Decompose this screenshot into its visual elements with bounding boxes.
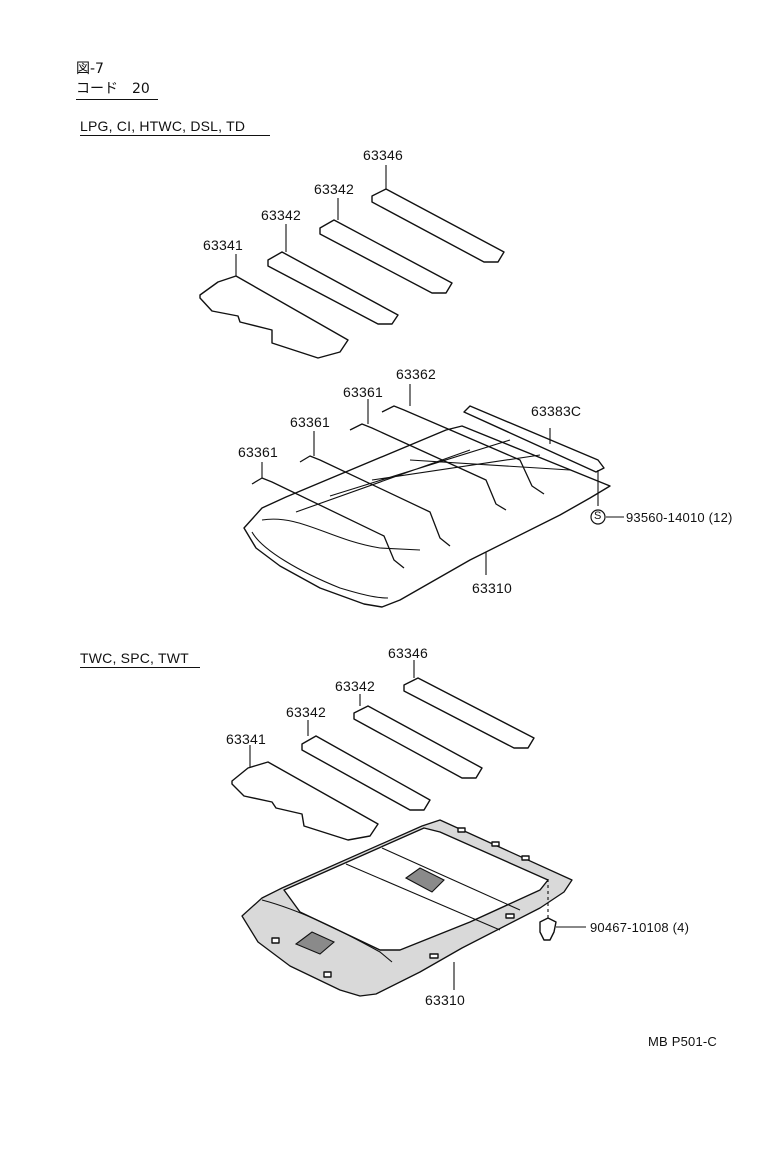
wire-63361-front [251,462,405,569]
part-label-63342: 63342 [261,207,301,223]
part-label-63342: 63342 [286,704,326,720]
part-label-63342: 63342 [314,181,354,197]
absorber-63341-top [199,254,349,359]
part-label-63346: 63346 [388,645,428,661]
variant-heading-2: TWC, SPC, TWT [80,650,200,668]
part-label-clip: 90467-10108 (4) [590,920,690,935]
headlining-63310-top [243,425,611,608]
absorber-63341-bottom [231,745,379,841]
absorber-63346-bottom [403,660,535,749]
part-label-63341: 63341 [226,731,266,747]
code-number: コード 20 [76,78,158,100]
part-label-63342: 63342 [335,678,375,694]
wire-63362 [381,384,545,495]
absorber-63342-upper [319,198,453,294]
part-label-63361: 63361 [238,444,278,460]
clip-icon [539,878,586,941]
part-label-63361: 63361 [343,384,383,400]
part-label-63341: 63341 [203,237,243,253]
screw-symbol-letter: S [594,510,602,522]
absorber-63346-top [371,165,505,263]
part-label-63361: 63361 [290,414,330,430]
variant-heading-1: LPG, CI, HTWC, DSL, TD [80,118,270,136]
part-label-screw: 93560-14010 (12) [626,510,733,525]
absorber-63342-lower [267,224,399,325]
part-label-63383c: 63383C [531,403,582,419]
part-label-63310: 63310 [425,992,465,1008]
wire-63361-rear [349,399,507,511]
part-label-63310: 63310 [472,580,512,596]
absorber-63342-bottom-upper [353,694,483,779]
support-rail-63383c [463,405,605,506]
headlining-63310-bottom [241,819,573,997]
diagram-code: MB P501-C [648,1034,717,1049]
wire-63361-middle [299,431,451,547]
figure-number: 図-7 [76,61,104,77]
absorber-63342-bottom-lower [301,720,431,811]
screw-symbol-icon [590,509,624,525]
part-label-63362: 63362 [396,366,436,382]
part-label-63346: 63346 [363,147,403,163]
